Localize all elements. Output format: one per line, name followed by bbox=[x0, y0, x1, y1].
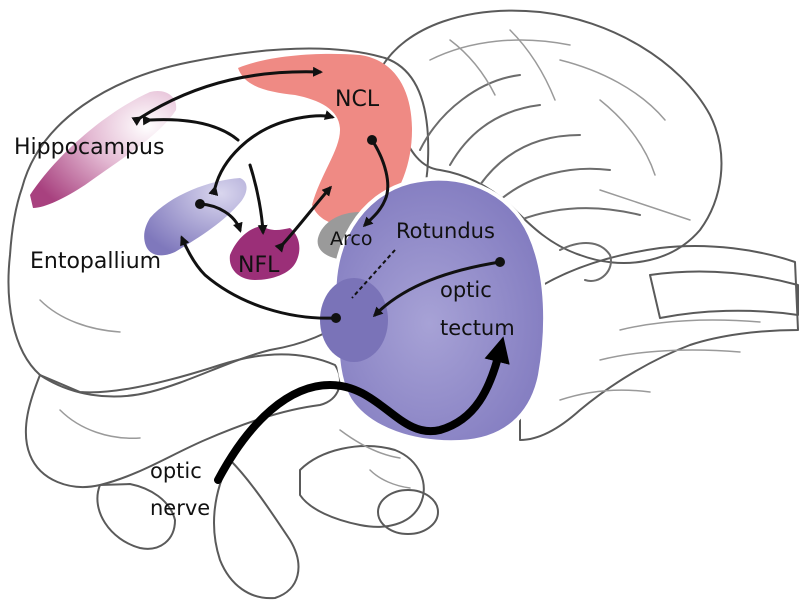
label-arco: Arco bbox=[330, 228, 372, 250]
label-optic-tectum-line1: optic bbox=[440, 278, 492, 302]
label-entopallium: Entopallium bbox=[30, 249, 161, 274]
rotundus-region bbox=[320, 278, 388, 362]
label-hippocampus: Hippocampus bbox=[14, 135, 164, 160]
label-optic-nerve-line2: nerve bbox=[150, 496, 210, 520]
label-optic-nerve-line1: optic bbox=[150, 459, 202, 483]
label-nfl: NFL bbox=[238, 253, 280, 278]
label-rotundus: Rotundus bbox=[396, 219, 495, 243]
label-optic-tectum-line2: tectum bbox=[440, 316, 515, 340]
label-ncl: NCL bbox=[335, 87, 380, 112]
